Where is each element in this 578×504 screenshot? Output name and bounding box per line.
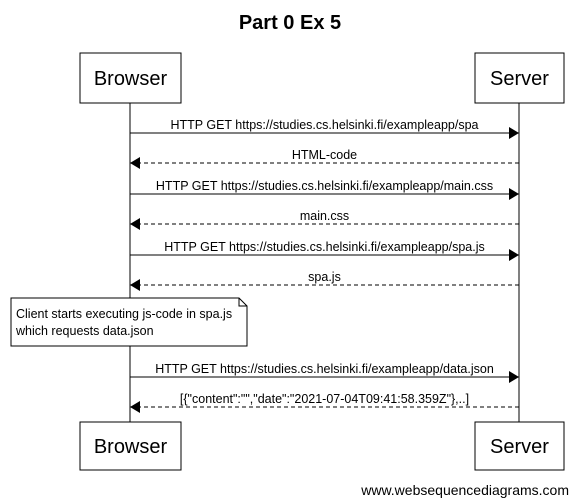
message-4: HTTP GET https://studies.cs.helsinki.fi/… bbox=[130, 240, 519, 261]
server-label: Server bbox=[490, 436, 549, 458]
note-line: Client starts executing js-code in spa.j… bbox=[16, 307, 232, 321]
message-label: HTTP GET https://studies.cs.helsinki.fi/… bbox=[164, 240, 485, 254]
watermark: www.websequencediagrams.com bbox=[360, 482, 569, 498]
server-participant-bottom: Server bbox=[474, 421, 565, 471]
message-2: HTTP GET https://studies.cs.helsinki.fi/… bbox=[130, 179, 519, 200]
message-1: HTML-code bbox=[130, 148, 519, 169]
message-label: HTTP GET https://studies.cs.helsinki.fi/… bbox=[155, 362, 494, 376]
browser-participant-bottom: Browser bbox=[79, 421, 182, 471]
message-label: HTTP GET https://studies.cs.helsinki.fi/… bbox=[156, 179, 493, 193]
messages-layer: HTTP GET https://studies.cs.helsinki.fi/… bbox=[10, 118, 519, 413]
note-line: which requests data.json bbox=[15, 324, 154, 338]
browser-label: Browser bbox=[94, 436, 168, 458]
diagram-title: Part 0 Ex 5 bbox=[239, 12, 341, 34]
message-7: HTTP GET https://studies.cs.helsinki.fi/… bbox=[130, 362, 519, 383]
browser-label: Browser bbox=[94, 68, 168, 90]
note-box bbox=[10, 297, 248, 347]
message-label: [{"content":"","date":"2021-07-04T09:41:… bbox=[180, 392, 469, 406]
message-8: [{"content":"","date":"2021-07-04T09:41:… bbox=[130, 392, 519, 413]
message-5: spa.js bbox=[130, 270, 519, 291]
message-0: HTTP GET https://studies.cs.helsinki.fi/… bbox=[130, 118, 519, 139]
server-participant-top: Server bbox=[474, 52, 565, 104]
note: Client starts executing js-code in spa.j… bbox=[10, 297, 248, 347]
note-fold bbox=[238, 298, 247, 307]
message-3: main.css bbox=[130, 209, 519, 230]
message-label: HTTP GET https://studies.cs.helsinki.fi/… bbox=[170, 118, 478, 132]
browser-participant-top: Browser bbox=[79, 52, 182, 104]
message-label: HTML-code bbox=[292, 148, 357, 162]
message-label: main.css bbox=[300, 209, 349, 223]
message-label: spa.js bbox=[308, 270, 341, 284]
server-label: Server bbox=[490, 68, 549, 90]
